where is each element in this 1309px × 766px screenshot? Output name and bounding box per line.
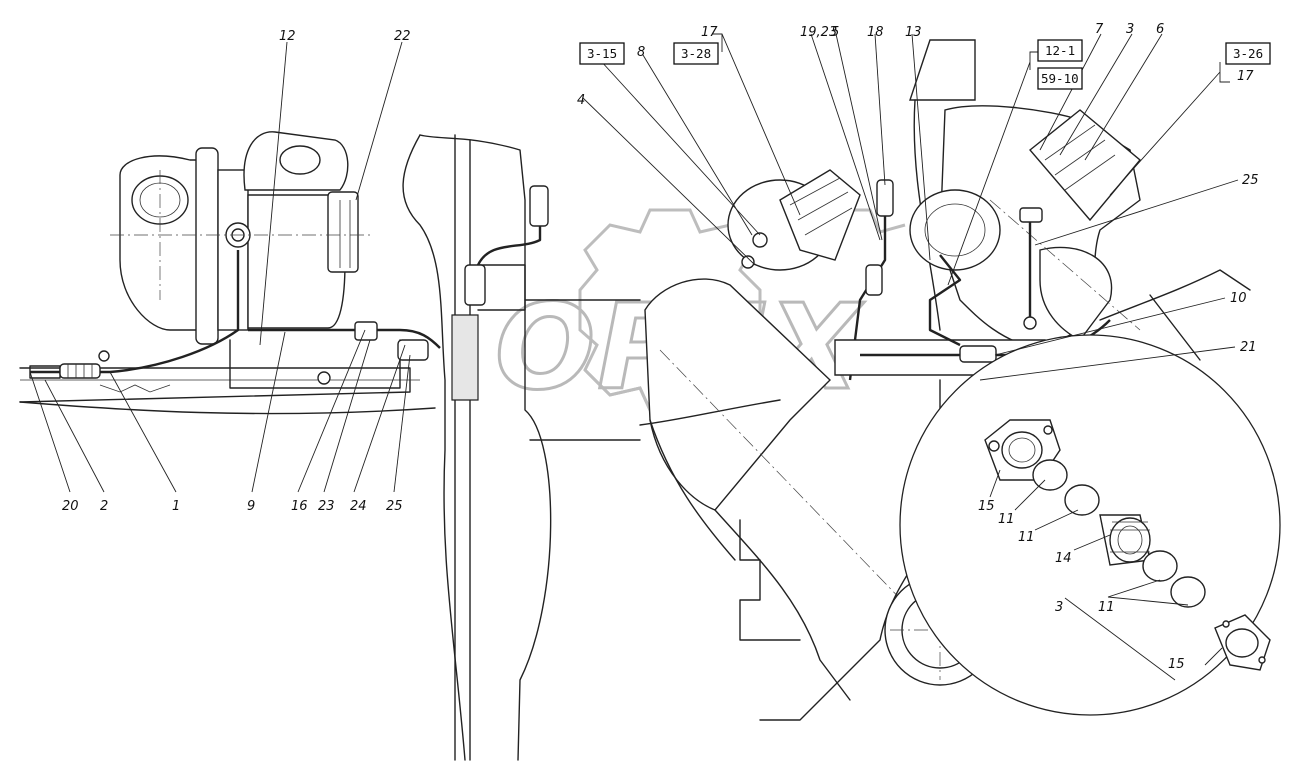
exhaust-collector <box>524 278 941 701</box>
cylinder-head-mid <box>727 169 894 381</box>
ref-box-12-1 <box>1037 39 1083 62</box>
ref-box-3-28 <box>673 42 719 65</box>
callout-25-right: 25 <box>1242 173 1259 188</box>
callout-6: 6 <box>1156 22 1164 37</box>
engine-housing <box>402 134 552 761</box>
sleeve <box>1099 514 1151 566</box>
callout-3-detail: 3 <box>1055 600 1063 615</box>
callout-23: 23 <box>318 499 335 514</box>
ref-box-59-10 <box>1037 67 1083 90</box>
callout-24: 24 <box>350 499 367 514</box>
callout-12: 12 <box>279 29 296 44</box>
turbocharger-right <box>909 39 1141 351</box>
callout-14: 14 <box>1055 551 1072 566</box>
callout-15-upper: 15 <box>978 499 995 514</box>
callout-19-23: 19,23 <box>800 25 837 40</box>
callout-17-top: 17 <box>701 25 718 40</box>
callout-9: 9 <box>247 499 255 514</box>
reference-boxes: 3-15 3-28 12-1 59-10 3-26 <box>579 39 1271 90</box>
callout-21: 21 <box>1240 340 1257 355</box>
ring-3 <box>1142 550 1178 582</box>
ref-box-3-26 <box>1225 42 1271 65</box>
callout-25-left: 25 <box>386 499 403 514</box>
callout-16: 16 <box>291 499 308 514</box>
callout-7: 7 <box>1095 22 1104 37</box>
callout-11-a: 11 <box>998 512 1015 527</box>
callout-numbers: 12 22 17 19,23 5 18 13 7 3 6 8 4 25 10 2… <box>62 22 1259 672</box>
callout-1: 1 <box>172 499 180 514</box>
ring-4 <box>1170 576 1206 608</box>
ref-box-3-15 <box>579 42 625 65</box>
callout-15-lower: 15 <box>1168 657 1185 672</box>
callout-2: 2 <box>100 499 108 514</box>
flange-lower <box>1214 614 1271 671</box>
callout-4: 4 <box>577 93 585 108</box>
callout-13: 13 <box>905 25 922 40</box>
ref-box-3-28-label: 3-28 <box>681 46 711 61</box>
leader-lines <box>29 33 1239 681</box>
callout-11-c: 11 <box>1098 600 1115 615</box>
callout-10: 10 <box>1230 291 1247 306</box>
callout-22: 22 <box>394 29 411 44</box>
callout-8: 8 <box>637 45 645 60</box>
callout-11-b: 11 <box>1018 530 1035 545</box>
turbocharger-left <box>110 131 370 345</box>
callout-3-top: 3 <box>1126 22 1134 37</box>
oil-pipe-left <box>29 250 441 385</box>
ref-box-3-15-label: 3-15 <box>587 46 617 61</box>
detail-view-circle <box>899 334 1281 716</box>
ring-2 <box>1064 484 1100 516</box>
ring-1 <box>1032 459 1068 491</box>
callout-20: 20 <box>62 499 79 514</box>
base-plate <box>19 339 436 415</box>
ref-box-3-26-label: 3-26 <box>1233 46 1263 61</box>
callout-18: 18 <box>867 25 884 40</box>
callout-17-right: 17 <box>1237 69 1254 84</box>
ref-box-59-10-label: 59-10 <box>1041 71 1079 86</box>
callout-5: 5 <box>831 25 839 40</box>
ref-box-12-1-label: 12-1 <box>1045 43 1075 58</box>
